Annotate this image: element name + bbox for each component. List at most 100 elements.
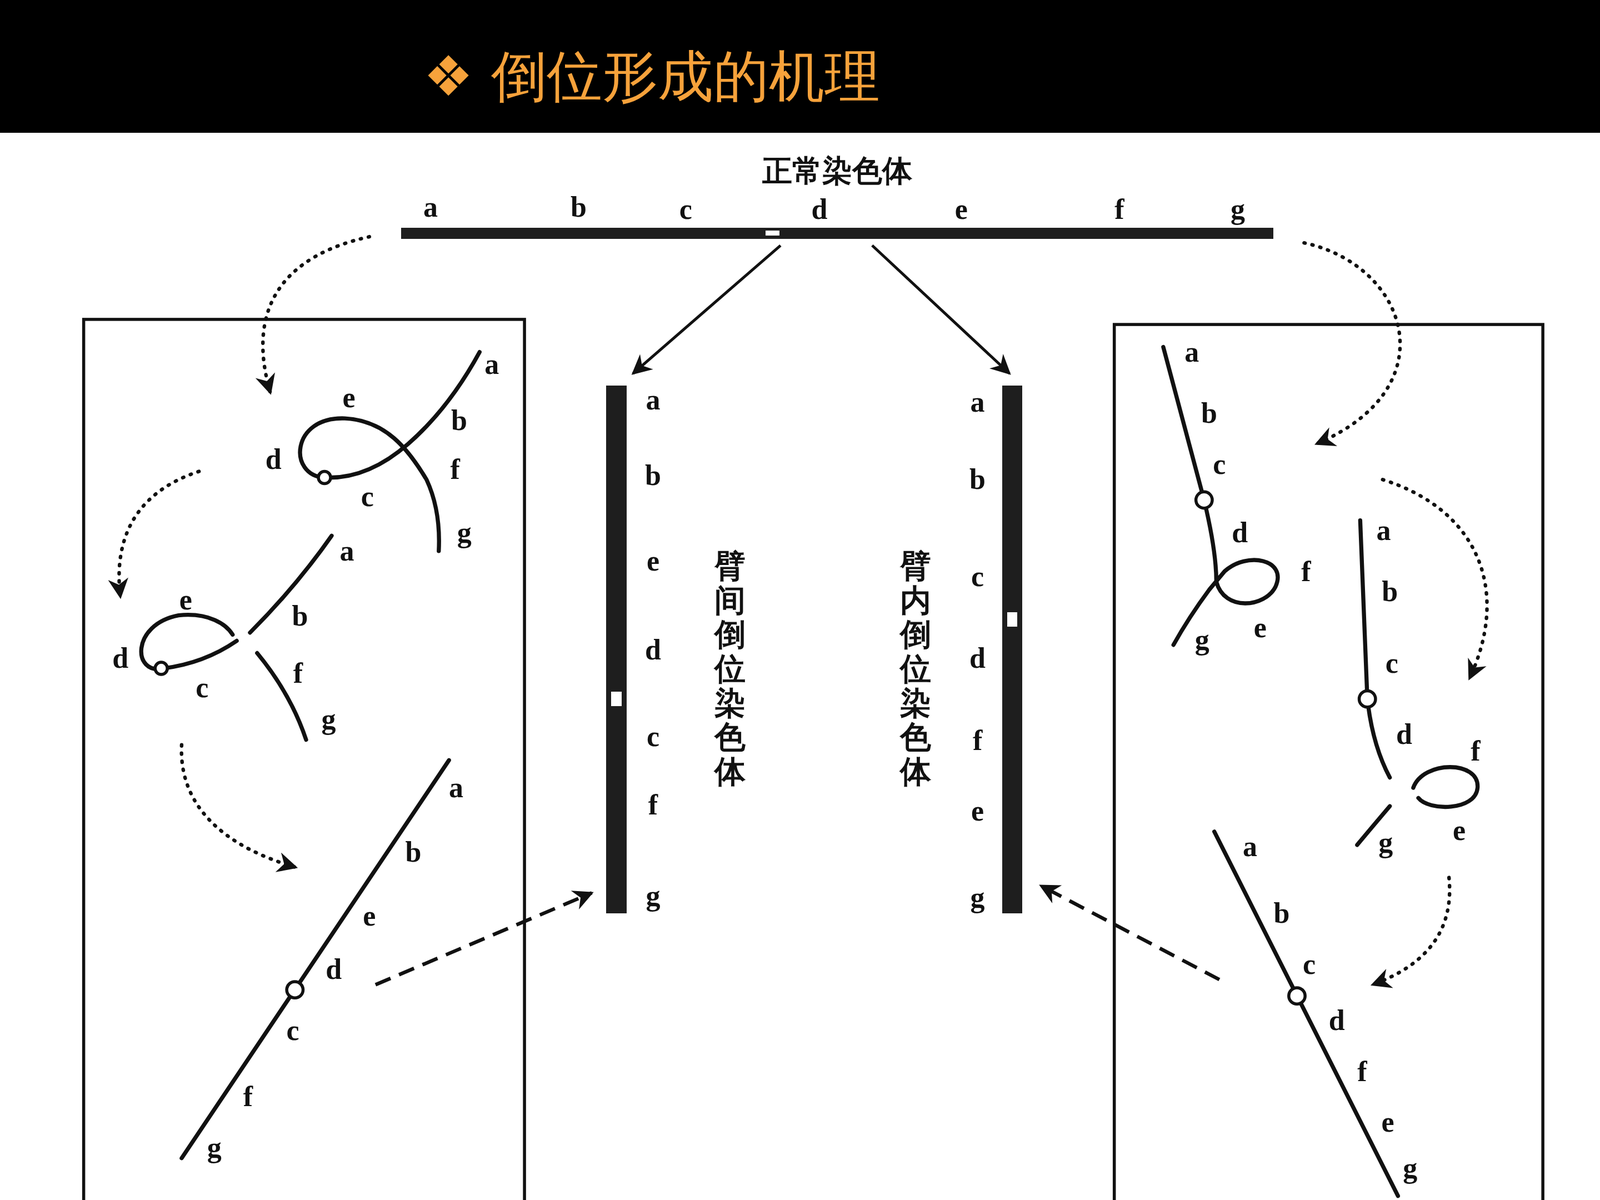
gene-label: c	[971, 562, 984, 592]
gene-label: b	[405, 837, 422, 867]
gene-label: a	[1376, 516, 1392, 545]
chromosome-segment	[257, 653, 307, 740]
arrow-connector	[872, 245, 1010, 374]
centromere	[611, 691, 622, 707]
gene-label: d	[1231, 518, 1248, 548]
centromere	[1359, 690, 1376, 707]
chromosome-segment	[1360, 520, 1390, 778]
dotted-arrow	[181, 745, 297, 868]
gene-label: e	[955, 195, 968, 224]
gene-label: f	[648, 790, 658, 820]
gene-label: f	[293, 658, 303, 688]
gene-label: c	[1385, 648, 1399, 678]
gene-label: a	[646, 385, 661, 415]
gene-label: g	[1378, 828, 1393, 858]
gene-label: d	[645, 635, 662, 665]
gene-label: b	[1381, 577, 1398, 607]
gene-label: b	[1273, 898, 1290, 928]
gene-label: c	[1302, 950, 1316, 979]
gene-label: a	[1184, 337, 1199, 367]
gene-label: d	[265, 445, 282, 474]
gene-label: g	[1402, 1153, 1418, 1183]
gene-label: e	[362, 901, 376, 931]
gene-label: e	[646, 546, 660, 576]
gene-label: g	[970, 883, 985, 913]
centromere	[1007, 612, 1018, 627]
gene-label: e	[342, 383, 356, 413]
pericentric-inversion-chromosome: 臂间倒位染色体	[606, 385, 627, 914]
gene-label: b	[1201, 398, 1218, 428]
gene-label: a	[1242, 832, 1258, 862]
gene-label: d	[112, 643, 129, 673]
gene-label: c	[1212, 450, 1226, 479]
gene-label: f	[972, 726, 983, 755]
gene-label: d	[1328, 1006, 1345, 1035]
dotted-arrow	[1303, 242, 1400, 444]
centromere	[765, 230, 780, 236]
dotted-arrow	[1372, 877, 1450, 985]
centromere	[318, 471, 331, 484]
gene-label: g	[646, 881, 661, 911]
gene-label: g	[321, 705, 336, 734]
gene-label: e	[1452, 816, 1466, 845]
gene-label: c	[286, 1016, 300, 1045]
gene-label: f	[1470, 736, 1480, 766]
right-panel	[1114, 324, 1543, 1200]
dashed-arrow	[375, 892, 592, 985]
centromere	[1196, 491, 1213, 508]
arrow-connector	[632, 245, 781, 374]
gene-label: c	[361, 482, 374, 512]
gene-label: e	[1381, 1107, 1394, 1137]
dotted-arrow	[118, 471, 199, 598]
gene-label: b	[570, 192, 587, 222]
centromere	[155, 662, 168, 675]
chromosome-loop	[1163, 346, 1278, 645]
gene-label: g	[207, 1133, 222, 1163]
normal-chromosome: 正常染色体	[401, 227, 1274, 239]
chromosome-loop	[300, 352, 480, 552]
gene-label: g	[457, 518, 472, 548]
gene-label: a	[970, 387, 985, 417]
paracentric-inversion-chromosome: 臂内倒位染色体	[1002, 385, 1023, 914]
gene-label: a	[423, 192, 438, 222]
gene-label: d	[1396, 720, 1413, 749]
gene-label: f	[1301, 557, 1311, 587]
left-panel	[83, 319, 525, 1200]
gene-label: b	[451, 406, 468, 435]
chromosome-line	[1214, 831, 1399, 1197]
gene-label: e	[971, 796, 984, 826]
gene-label: b	[969, 465, 986, 494]
chromosome-name: 臂间倒位染色体	[714, 548, 746, 789]
gene-label: g	[1195, 625, 1210, 655]
chromosome-name: 正常染色体	[762, 156, 913, 187]
centromere	[1288, 987, 1305, 1004]
chromosome-segment	[250, 535, 332, 633]
gene-label: f	[1357, 1057, 1367, 1087]
gene-label: d	[969, 643, 986, 673]
gene-label: d	[325, 955, 342, 984]
dotted-arrow	[262, 236, 370, 393]
chromosome-loop	[1413, 767, 1478, 808]
dotted-arrow	[1382, 479, 1488, 679]
gene-label: g	[1230, 195, 1245, 224]
gene-label: a	[484, 350, 499, 379]
chromosome-line	[181, 760, 449, 1158]
gene-label: f	[450, 455, 460, 484]
gene-label: c	[195, 673, 209, 703]
gene-label: b	[645, 461, 662, 490]
gene-label: c	[646, 722, 660, 752]
gene-label: f	[1114, 195, 1124, 224]
centromere	[286, 981, 303, 998]
gene-label: e	[1253, 613, 1267, 643]
gene-label: e	[179, 585, 193, 615]
slide-title: ❖ 倒位形成的机理	[423, 48, 880, 105]
gene-label: b	[292, 601, 309, 631]
gene-label: c	[679, 195, 693, 224]
gene-label: a	[339, 536, 354, 566]
dashed-arrow	[1040, 885, 1219, 980]
gene-label: f	[243, 1082, 253, 1112]
chromosome-name: 臂内倒位染色体	[900, 548, 932, 789]
gene-label: d	[811, 195, 828, 224]
gene-label: a	[448, 773, 464, 803]
chromosome-loop	[141, 615, 237, 670]
